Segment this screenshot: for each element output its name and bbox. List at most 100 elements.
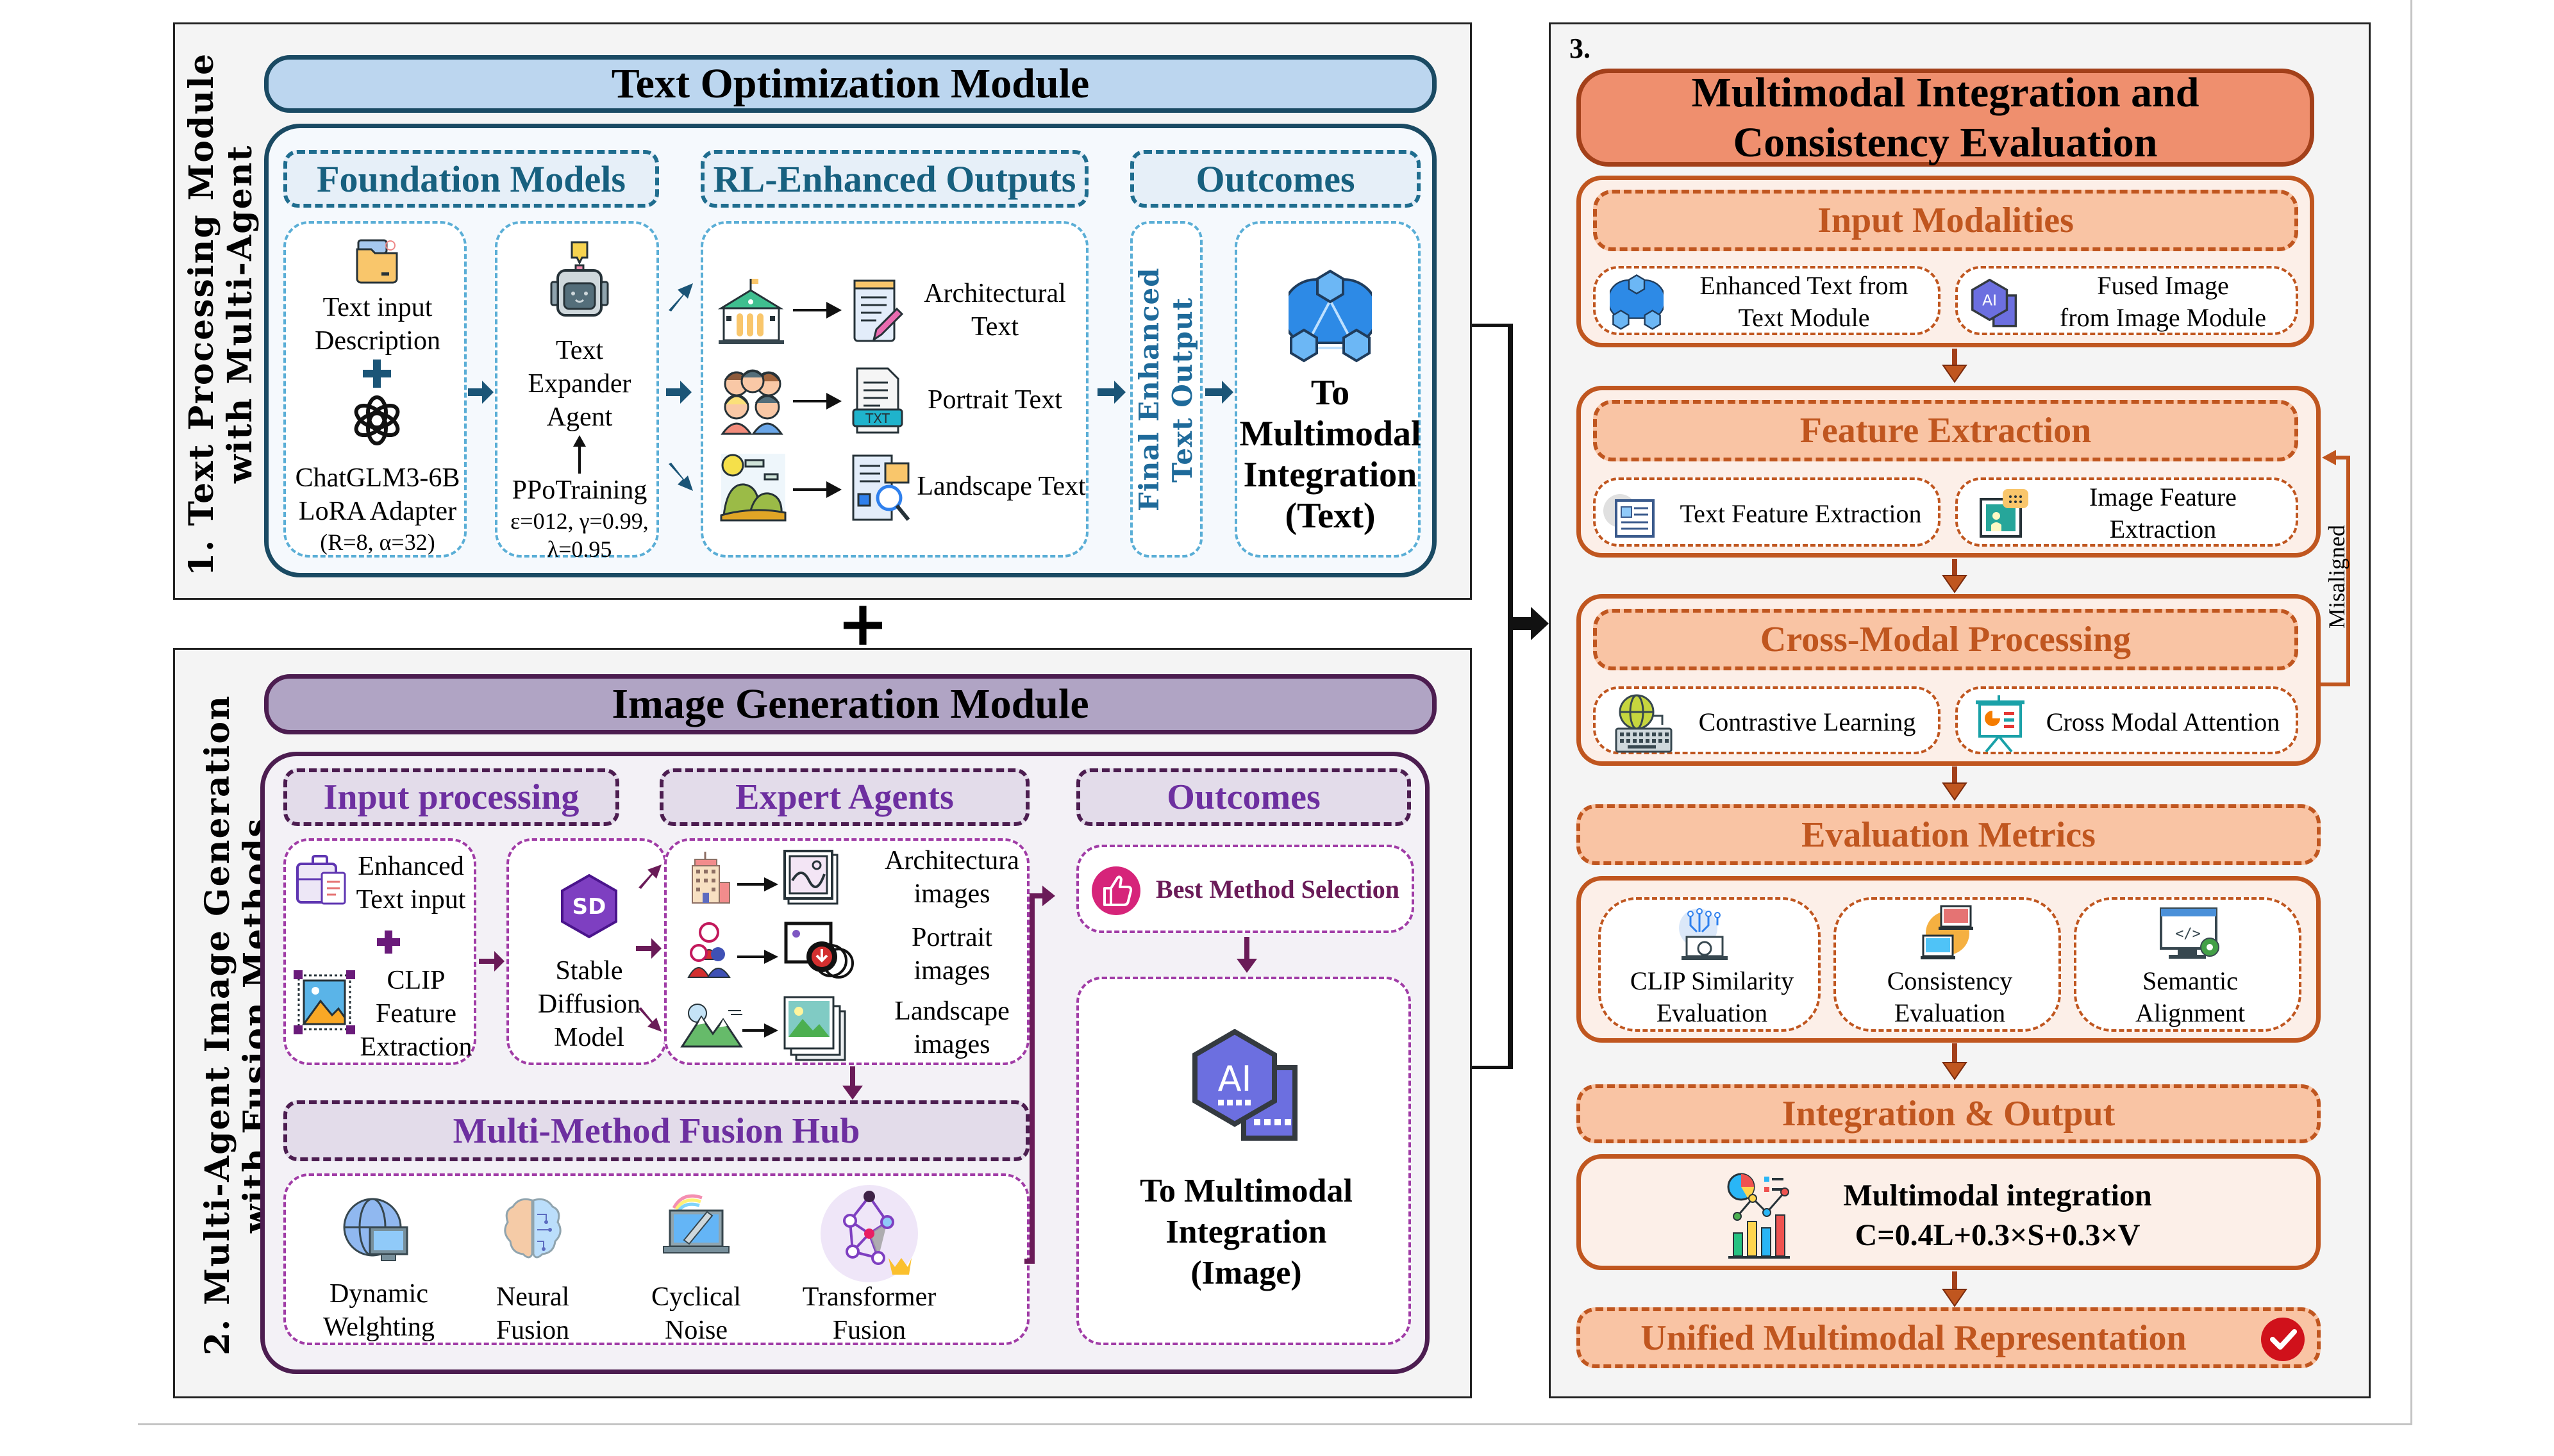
svg-text:TXT: TXT [865,411,890,426]
foundation-models-header: Foundation Models [283,150,659,208]
svg-text:SD: SD [572,894,606,920]
building-icon [717,276,788,347]
text-input-description: Text input Description [315,293,440,356]
misaligned-label: Misaligned [2324,525,2350,629]
enhanced-text-input-label: Enhanced Text input [356,852,466,914]
contrastive-learning-label: Contrastive Learning [1698,707,1916,736]
stable-diffusion-icon: SD [559,873,619,939]
image-module-side-label: 2. Multi-Agent Image Generation with Fus… [198,695,276,1356]
arrow-right-icon [793,480,842,499]
document-edit-icon [851,278,905,345]
text-feature-extraction-item: Text Feature Extraction [1593,477,1941,547]
expert-agents-card: Architectura images Portrait images Land… [664,838,1030,1065]
modules-bracket-top [1472,324,1512,327]
portrait-text-label: Portrait Text [928,385,1062,415]
fusion-hub-stub-connector [1024,1259,1035,1264]
arrow-up-icon [572,435,587,474]
integration-formula-box: Multimodal integration C=0.4L+0.3×S+0.3×… [1576,1154,2321,1270]
plus-icon [362,358,392,389]
foundation-input-card: Text input Description ChatGLM3-6B LoRA … [283,221,467,558]
best-method-selection: Best Method Selection [1076,845,1414,933]
arrow-right-icon [1512,606,1550,641]
brain-circuit-icon [504,1195,562,1263]
briefcase-document-icon [295,854,347,906]
arrow-down-right-icon [664,461,694,492]
text-document-icon [1602,486,1656,542]
network-hexagon-icon [1610,274,1664,331]
fused-image-input-item: AI Fused Image from Image Module [1955,266,2298,335]
arrow-head-down [1942,782,1967,801]
thumbs-up-icon [1090,865,1142,916]
people-group-icon [717,365,788,436]
arrow-right-icon [1032,883,1058,909]
unified-representation-box: Unified Multimodal Representation [1576,1307,2321,1368]
image-outcomes-header: Outcomes [1076,768,1411,826]
to-multimodal-image-card: AI To Multimodal Integration (Image) [1076,977,1411,1345]
module-number: 3. [1569,33,1590,64]
semantic-alignment-label: Semantic Alignment [2135,966,2246,1027]
folder-icon [353,236,402,285]
page-frame [138,0,2412,1425]
arrow-down-icon [1952,349,1957,370]
document-search-icon [849,453,911,524]
svg-text:AI: AI [1218,1059,1252,1099]
landscape-icon [717,451,788,523]
arrow-right-icon [635,936,663,961]
text-feature-extraction-label: Text Feature Extraction [1680,499,1922,528]
arrow-up-right-icon [635,862,663,890]
landscape-images-label: Landscape images [894,997,1010,1059]
fused-image-from-module-label: Fused Image from Image Module [2059,271,2267,332]
final-enhanced-text-output: Final Enhanced Text Output [1130,221,1203,558]
integration-formula-text: Multimodal integration C=0.4L+0.3×S+0.3×… [1843,1179,2152,1252]
transformer-fusion-label: Transformer Fusion [802,1282,937,1345]
ai-chip-icon: AI [1191,1029,1300,1145]
analytics-chart-icon [1727,1171,1822,1261]
arrow-right-icon [737,948,778,965]
cross-modal-attention-label: Cross Modal Attention [2046,707,2280,736]
chatglm-model-info: ChatGLM3-6B LoRA Adapter (R=8, α=32) [295,463,460,555]
cross-modal-header: Cross-Modal Processing [1593,609,2298,670]
clip-feature-extraction-label: CLIP Feature Extraction [360,966,472,1062]
expert-agents-header: Expert Agents [660,768,1030,826]
arrow-head-down [1942,1061,1967,1080]
globe-computer-icon [340,1195,411,1266]
svg-text:AI: AI [1982,292,1997,310]
arrow-head-down [1942,574,1967,593]
text-outcomes-header: Outcomes [1130,150,1421,208]
to-multimodal-text-label: To Multimodal Integration (Text) [1239,373,1421,536]
arrow-down-right-icon [635,1006,663,1034]
arrow-head-down [1942,1288,1967,1307]
arrow-right-icon [793,301,842,320]
arrow-down-icon [1952,766,1957,788]
arrow-right-icon [793,392,842,411]
feedback-loop-line-top [2327,456,2350,459]
presentation-board-icon [1973,694,2027,753]
fusion-hub-header: Multi-Method Fusion Hub [283,1100,1030,1161]
txt-file-icon: TXT [851,366,905,436]
skyscraper-icon [686,850,731,904]
ai-chip-icon: AI [1971,279,2018,329]
input-modalities-header: Input Modalities [1593,190,2298,251]
globe-keyboard-icon [1615,693,1673,753]
svg-text:</>: </> [2175,926,2201,942]
transformer-network-icon [812,1182,933,1285]
plus-symbol: + [837,588,889,659]
image-generation-title: Image Generation Module [264,674,1437,734]
mountain-landscape-icon [680,998,744,1049]
image-feature-extraction-item: Image Feature Extraction [1955,477,2298,547]
arrow-right-icon [467,378,495,406]
fusion-methods-card: Dynamic Welghting Neural Fusion Cyclical… [283,1173,1030,1345]
stable-diffusion-label: Stable Diffusion Model [537,956,641,1052]
arrow-head-down [1942,364,1967,383]
image-feature-extraction-label: Image Feature Extraction [2089,483,2237,543]
arrow-down-icon [840,1066,865,1101]
text-expander-agent-card: Text Expander Agent PPoTraining ε=012, γ… [495,221,659,562]
robot-agent-icon [547,240,612,323]
modules-bracket-vertical [1508,324,1513,1069]
clip-similarity-label: CLIP Similarity Evaluation [1630,966,1794,1027]
evaluation-title: Multimodal Integration and Consistency E… [1576,69,2314,167]
landscape-text-label: Landscape Text [917,472,1086,501]
image-download-icon [783,921,854,980]
text-module-side-label: 1. Text Processing Module with Multi-Age… [182,52,298,576]
portrait-images-label: Portrait images [912,923,992,986]
